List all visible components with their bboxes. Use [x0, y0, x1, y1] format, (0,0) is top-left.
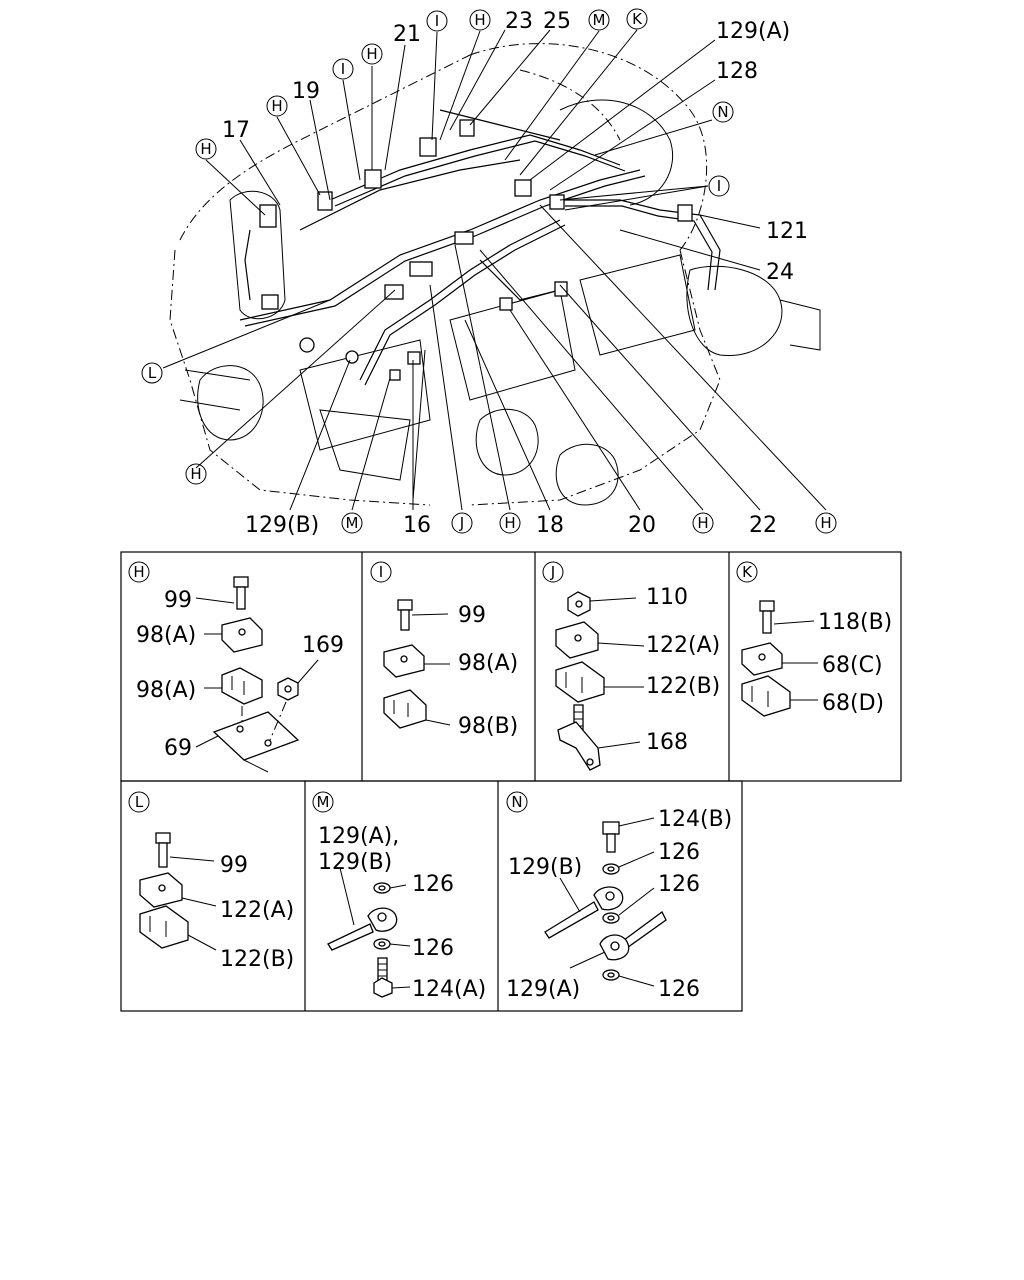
svg-text:H: H	[271, 97, 282, 115]
detail-n-124b: 124(B)	[658, 807, 732, 832]
detail-m-124a: 124(A)	[412, 977, 486, 1002]
circle-h-1: H	[469, 9, 491, 31]
svg-text:J: J	[459, 514, 464, 532]
detail-j-title: J	[550, 563, 555, 581]
svg-text:H: H	[820, 514, 831, 532]
circle-h-4: H	[195, 138, 217, 160]
svg-text:I: I	[717, 177, 721, 195]
circle-l: L	[141, 362, 163, 384]
detail-l-99: 99	[220, 853, 248, 878]
callout-25: 25	[543, 9, 571, 34]
circle-m-2: M	[341, 512, 363, 534]
callout-121: 121	[766, 219, 808, 244]
detail-h-98a-1: 98(A)	[136, 623, 196, 648]
callout-23: 23	[505, 9, 533, 34]
callout-16: 16	[403, 513, 431, 538]
detail-k-title: K	[742, 563, 753, 581]
detail-j: J 110 122(A) 122(B) 168	[542, 561, 720, 771]
circle-h-8: H	[815, 512, 837, 534]
callout-22: 22	[749, 513, 777, 538]
detail-m-129a: 129(A),	[318, 824, 399, 849]
detail-h-99: 99	[164, 588, 192, 613]
callout-17: 17	[222, 118, 250, 143]
callout-128: 128	[716, 59, 758, 84]
detail-l-122b: 122(B)	[220, 947, 294, 972]
detail-l: L 99 122(A) 122(B)	[128, 791, 294, 972]
circle-n: N	[712, 101, 734, 123]
detail-m-126-1: 126	[412, 872, 454, 897]
detail-j-122a: 122(A)	[646, 633, 720, 658]
circle-h-2: H	[361, 43, 383, 65]
callout-21: 21	[393, 22, 421, 47]
detail-l-122a: 122(A)	[220, 898, 294, 923]
detail-m-title: M	[317, 793, 330, 811]
detail-n-126-1: 126	[658, 840, 700, 865]
callout-129a: 129(A)	[716, 19, 790, 44]
svg-text:K: K	[632, 10, 643, 28]
detail-k-68c: 68(C)	[822, 653, 883, 678]
detail-i-98b: 98(B)	[458, 714, 518, 739]
svg-text:L: L	[148, 364, 157, 382]
svg-text:M: M	[346, 514, 359, 532]
detail-k: K 118(B) 68(C) 68(D)	[736, 561, 892, 717]
circle-h-7: H	[692, 512, 714, 534]
engine-leaders	[162, 29, 827, 511]
detail-n: N 124(B) 126 129(B) 126 129(A) 126	[506, 791, 732, 1002]
detail-m-126-2: 126	[412, 936, 454, 961]
circle-j-1: J	[451, 512, 473, 534]
detail-n-129b: 129(B)	[508, 855, 582, 880]
callout-129b: 129(B)	[245, 513, 319, 538]
detail-j-110: 110	[646, 585, 688, 610]
circle-h-3: H	[266, 95, 288, 117]
detail-i: I 99 98(A) 98(B)	[370, 561, 518, 739]
svg-text:I: I	[435, 12, 439, 30]
circle-h-6: H	[499, 512, 521, 534]
detail-i-98a: 98(A)	[458, 651, 518, 676]
callout-24: 24	[766, 260, 794, 285]
engine-labels: 21 23 25 129(A) 128 19 17 121 24 129(B) …	[141, 8, 837, 538]
callout-18: 18	[536, 513, 564, 538]
detail-n-126-3: 126	[658, 977, 700, 1002]
detail-h-169: 169	[302, 633, 344, 658]
svg-text:H: H	[190, 465, 201, 483]
svg-text:M: M	[593, 11, 606, 29]
detail-n-126-2: 126	[658, 872, 700, 897]
circle-m-1: M	[588, 9, 610, 31]
detail-h-69: 69	[164, 736, 192, 761]
callout-19: 19	[292, 79, 320, 104]
circle-k-1: K	[626, 8, 648, 30]
detail-n-title: N	[511, 793, 522, 811]
svg-text:H: H	[504, 514, 515, 532]
detail-h-98a-2: 98(A)	[136, 678, 196, 703]
detail-i-99: 99	[458, 603, 486, 628]
detail-i-title: I	[379, 563, 383, 581]
svg-text:H: H	[474, 11, 485, 29]
detail-grid	[120, 551, 902, 1012]
detail-h: H 99 98(A) 169 98(A) 69	[128, 561, 344, 773]
circle-i-2: I	[332, 58, 354, 80]
detail-j-168: 168	[646, 730, 688, 755]
circle-h-5: H	[185, 463, 207, 485]
svg-text:H: H	[366, 45, 377, 63]
circle-i-3: I	[708, 175, 730, 197]
detail-k-118b: 118(B)	[818, 610, 892, 635]
detail-k-68d: 68(D)	[822, 691, 884, 716]
detail-h-title: H	[133, 563, 144, 581]
detail-n-129a: 129(A)	[506, 977, 580, 1002]
detail-j-122b: 122(B)	[646, 674, 720, 699]
svg-text:H: H	[697, 514, 708, 532]
circle-i-1: I	[426, 10, 448, 32]
svg-text:H: H	[200, 140, 211, 158]
detail-l-title: L	[135, 793, 144, 811]
svg-text:I: I	[341, 60, 345, 78]
callout-20: 20	[628, 513, 656, 538]
svg-text:N: N	[717, 103, 728, 121]
detail-m-129b: 129(B)	[318, 850, 392, 875]
detail-m: M 129(A), 129(B) 126 126 124(A)	[312, 791, 486, 1002]
